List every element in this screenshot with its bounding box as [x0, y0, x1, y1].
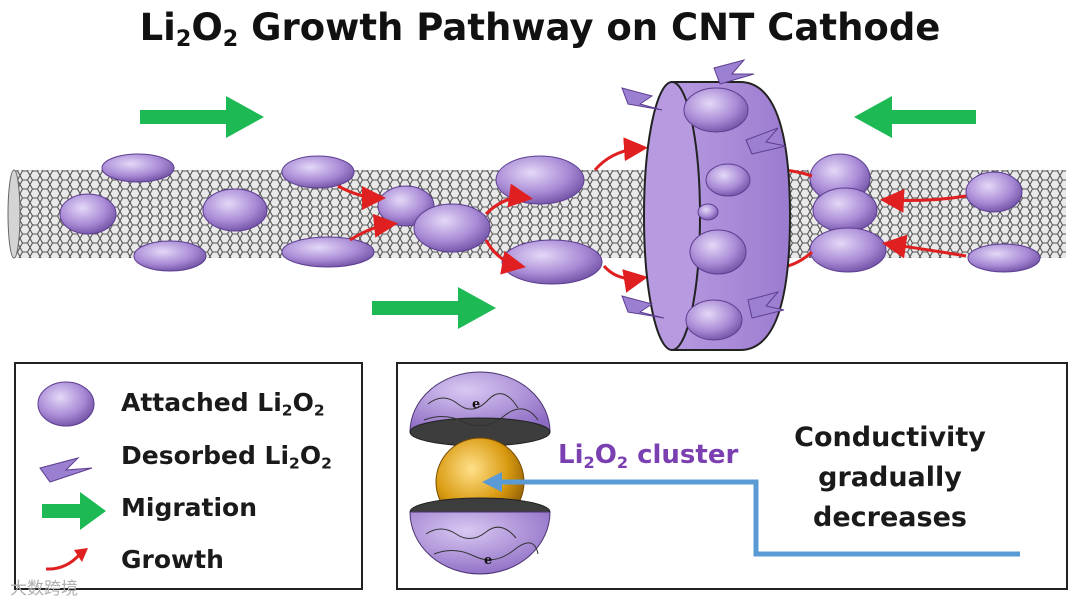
diagram-title: Li2O2 Growth Pathway on CNT Cathode	[139, 6, 941, 53]
legend-desorbed-label: Desorbed Li2O2	[121, 441, 332, 473]
legend-icons	[37, 381, 106, 571]
legend-growth-label: Growth	[121, 545, 224, 574]
migration-arrow-top-left	[140, 96, 264, 138]
migration-arrow-icon	[42, 492, 106, 530]
cluster-illustration: e e	[409, 371, 1020, 575]
li2o2-cluster-label: Li2O2 cluster	[558, 440, 739, 472]
conductivity-line-3: decreases	[813, 502, 967, 533]
conductivity-text: Conductivity gradually decreases	[770, 418, 1010, 538]
watermark: 大数跨境	[10, 579, 78, 599]
top-shell: e	[409, 371, 551, 447]
legend-attached-label: Attached Li2O2	[121, 388, 325, 420]
migration-arrow-bottom	[372, 287, 496, 329]
bottom-shell: e	[409, 497, 551, 575]
attached-li2o2-particles	[59, 153, 1041, 285]
legend-migration-label: Migration	[121, 493, 258, 522]
conductivity-line-2: gradually	[818, 462, 962, 493]
desorbed-li2o2-icon	[39, 457, 93, 483]
desorbed-li2o2-shards	[621, 59, 787, 319]
legend: Attached Li2O2 Desorbed Li2O2 Migration …	[14, 362, 363, 590]
cluster-panel: e e Li2O2 cluster Conductivity gradually…	[396, 362, 1068, 590]
migration-arrow-top-right	[854, 96, 976, 138]
electron-label-bottom: e	[484, 553, 492, 568]
electron-label-top: e	[472, 397, 480, 412]
disk-li2o2-particles	[683, 87, 751, 341]
cnt-scene	[7, 59, 1066, 351]
conductivity-line-1: Conductivity	[794, 422, 986, 453]
conductivity-arrow-head	[482, 472, 502, 492]
attached-li2o2-icon	[37, 381, 95, 427]
conductivity-line	[490, 479, 1020, 557]
growth-arrow-icon	[45, 548, 88, 571]
